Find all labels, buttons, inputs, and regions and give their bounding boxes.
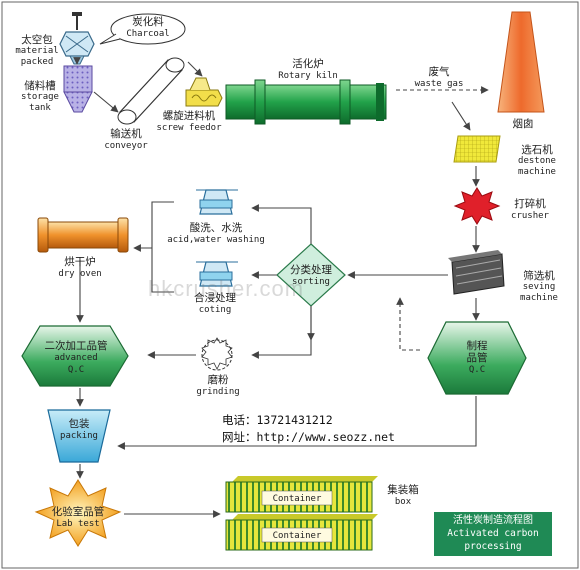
chimney-icon <box>497 11 545 113</box>
lab-test-icon <box>34 479 122 547</box>
storage-tank-icon <box>63 65 93 113</box>
rotary-kiln-icon <box>225 79 387 125</box>
storage-tank-label: 储料槽 storage tank <box>21 80 59 113</box>
crusher-icon <box>453 187 501 225</box>
dry-oven-label: 烘干炉 dry oven <box>58 256 102 279</box>
rotary-kiln-label: 活化炉 Rotary kiln <box>278 58 338 81</box>
flow-arrows <box>73 57 489 518</box>
material-packed-icon <box>59 12 95 65</box>
dry-oven-icon <box>37 217 129 253</box>
chimney-label: 烟囱 <box>512 118 534 130</box>
lab-test-label: 化验室品管 Lab test <box>51 506 105 529</box>
crusher-label: 打碎机 crusher <box>511 198 549 221</box>
process-qc-label: 制程 品管 Q.C <box>466 340 488 375</box>
title-box-cn: 活性炭制造流程图 <box>453 515 533 526</box>
destone-label: 选石机 destone machine <box>518 144 556 177</box>
container-icon <box>225 476 378 551</box>
phone-text: 电话：13721431212 <box>222 413 333 427</box>
advanced-qc-hexagon <box>21 325 129 387</box>
acid-wash-label: 酸洗、水洗 acid,water washing <box>167 222 265 245</box>
destone-machine-icon <box>453 135 501 163</box>
advanced-qc-label: 二次加工品管 advanced Q.C <box>44 340 108 375</box>
conveyor-icon <box>117 57 185 125</box>
container-label-bottom: Container <box>272 531 322 541</box>
screw-feeder-icon <box>185 77 223 107</box>
title-box-en2: processing <box>464 541 522 552</box>
title-box-en1: Activated carbon <box>447 528 539 539</box>
material-packed-label: 太空包 material packed <box>15 34 59 67</box>
container-label-top: Container <box>272 494 322 504</box>
packing-icon <box>47 409 111 463</box>
grinding-icon <box>201 337 233 371</box>
coting-label: 合浸处理 coting <box>194 292 236 315</box>
charcoal-label: 炭化料 Charcoal <box>126 16 170 39</box>
waste-gas-label: 废气 waste gas <box>414 66 464 89</box>
box-label: 集装箱 box <box>387 484 419 507</box>
grinding-label: 磨粉 grinding <box>196 374 240 397</box>
screw-feeder-label: 螺旋进料机 screw feedor <box>156 110 222 133</box>
title-box: 活性炭制造流程图 Activated carbon processing <box>434 512 552 556</box>
watermark: hkcrusher.com <box>148 276 305 301</box>
packing-label: 包装 packing <box>60 418 98 441</box>
process-qc-hexagon <box>427 321 527 395</box>
website-text: 网址：http://www.seozz.net <box>222 430 395 444</box>
conveyor-label: 输送机 conveyor <box>104 128 148 151</box>
charcoal-bubble <box>99 13 186 45</box>
seving-machine-icon <box>448 250 505 295</box>
coting-icon <box>196 261 238 287</box>
seving-label: 筛选机 seving machine <box>520 270 558 303</box>
sorting-label: 分类处理 sorting <box>290 264 332 287</box>
acid-washing-icon <box>196 189 238 215</box>
